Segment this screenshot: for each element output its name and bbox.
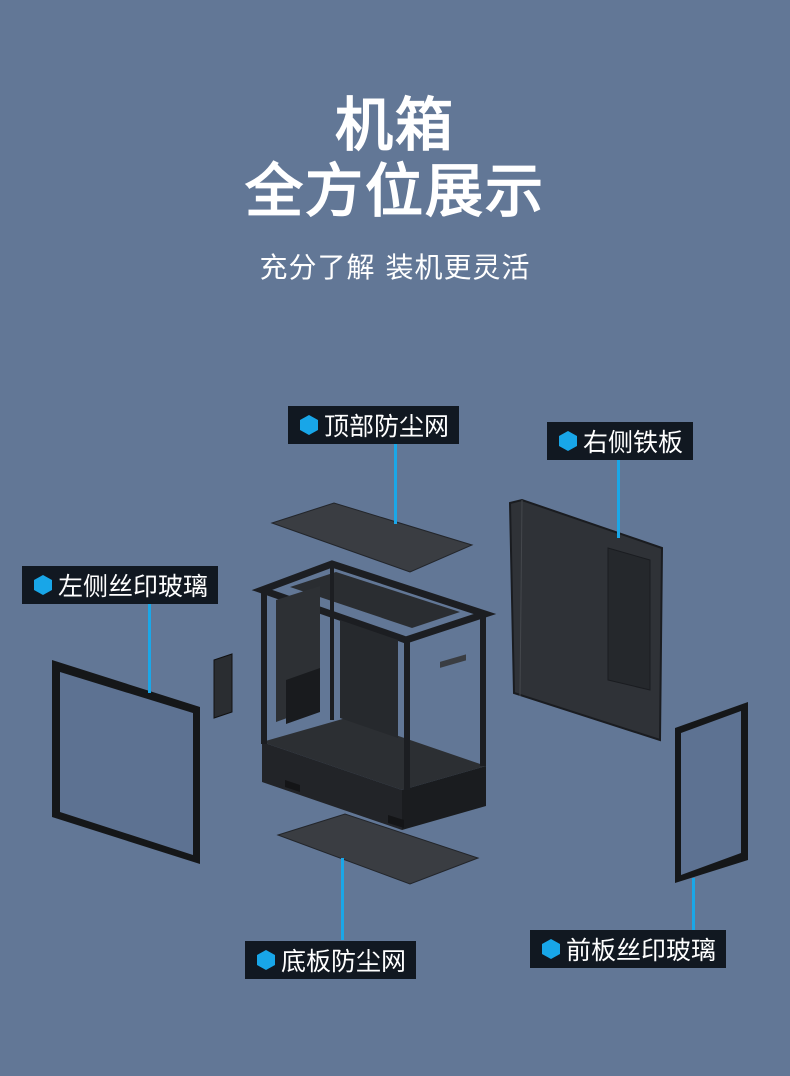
front-glass-panel (675, 702, 748, 883)
right-steel-panel (508, 498, 664, 742)
label-right-steel-panel-text: 右侧铁板 (583, 428, 684, 457)
side-vent-piece (213, 653, 233, 719)
top-dust-filter-panel (270, 502, 474, 573)
front-glass-connector (692, 878, 695, 932)
page-subtitle: 充分了解 装机更灵活 (259, 251, 531, 284)
bottom-dust-filter-panel (276, 813, 480, 885)
chassis-body (251, 560, 497, 830)
label-top-dust-filter-text: 顶部防尘网 (324, 412, 450, 441)
page-title-line1: 机箱 (334, 91, 455, 159)
label-bottom-dust-filter: 底板防尘网 (245, 941, 417, 979)
label-left-printed-glass: 左侧丝印玻璃 (22, 566, 219, 604)
hexagon-bullet-icon (300, 415, 318, 435)
page-title-line2: 全方位展示 (244, 157, 545, 225)
bottom-dust-filter-connector (341, 858, 344, 940)
hexagon-bullet-icon (559, 431, 577, 451)
label-right-steel-panel: 右侧铁板 (547, 422, 694, 460)
label-bottom-dust-filter-text: 底板防尘网 (281, 947, 407, 976)
left-glass-panel (52, 660, 200, 864)
top-dust-filter-connector (394, 444, 397, 524)
left-glass-connector (148, 603, 151, 693)
hexagon-bullet-icon (542, 939, 560, 959)
label-top-dust-filter: 顶部防尘网 (288, 406, 460, 444)
label-front-printed-glass-text: 前板丝印玻璃 (566, 936, 717, 965)
hexagon-bullet-icon (257, 950, 275, 970)
label-left-printed-glass-text: 左侧丝印玻璃 (58, 572, 209, 601)
label-front-printed-glass: 前板丝印玻璃 (530, 930, 727, 968)
hexagon-bullet-icon (34, 575, 52, 595)
right-steel-panel-connector (617, 460, 620, 538)
